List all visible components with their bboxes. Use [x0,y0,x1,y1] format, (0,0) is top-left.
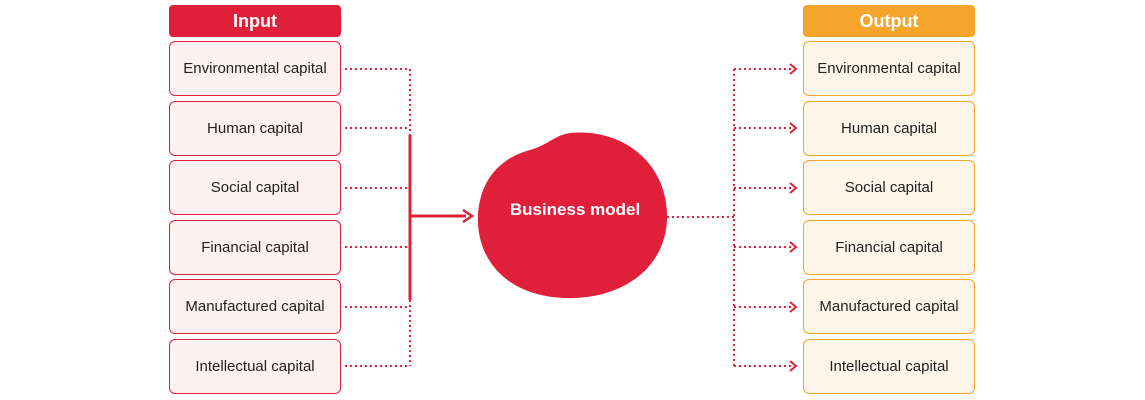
input-human-capital: Human capital [169,101,341,156]
output-human-capital: Human capital [803,101,975,156]
output-intellectual-capital: Intellectual capital [803,339,975,394]
business-model-blob [477,132,668,299]
input-connectors [345,68,411,367]
output-financial-capital: Financial capital [803,220,975,275]
input-intellectual-capital: Intellectual capital [169,339,341,394]
business-model-label: Business model [509,200,641,219]
output-header: Output [803,5,975,37]
output-connectors [667,68,792,367]
input-social-capital: Social capital [169,160,341,215]
input-manufactured-capital: Manufactured capital [169,279,341,334]
input-arrowhead [462,208,475,224]
output-environmental-capital: Environmental capital [803,41,975,96]
output-manufactured-capital: Manufactured capital [803,279,975,334]
input-financial-capital: Financial capital [169,220,341,275]
output-arrowheads [789,63,798,372]
input-environmental-capital: Environmental capital [169,41,341,96]
input-header: Input [169,5,341,37]
output-social-capital: Social capital [803,160,975,215]
